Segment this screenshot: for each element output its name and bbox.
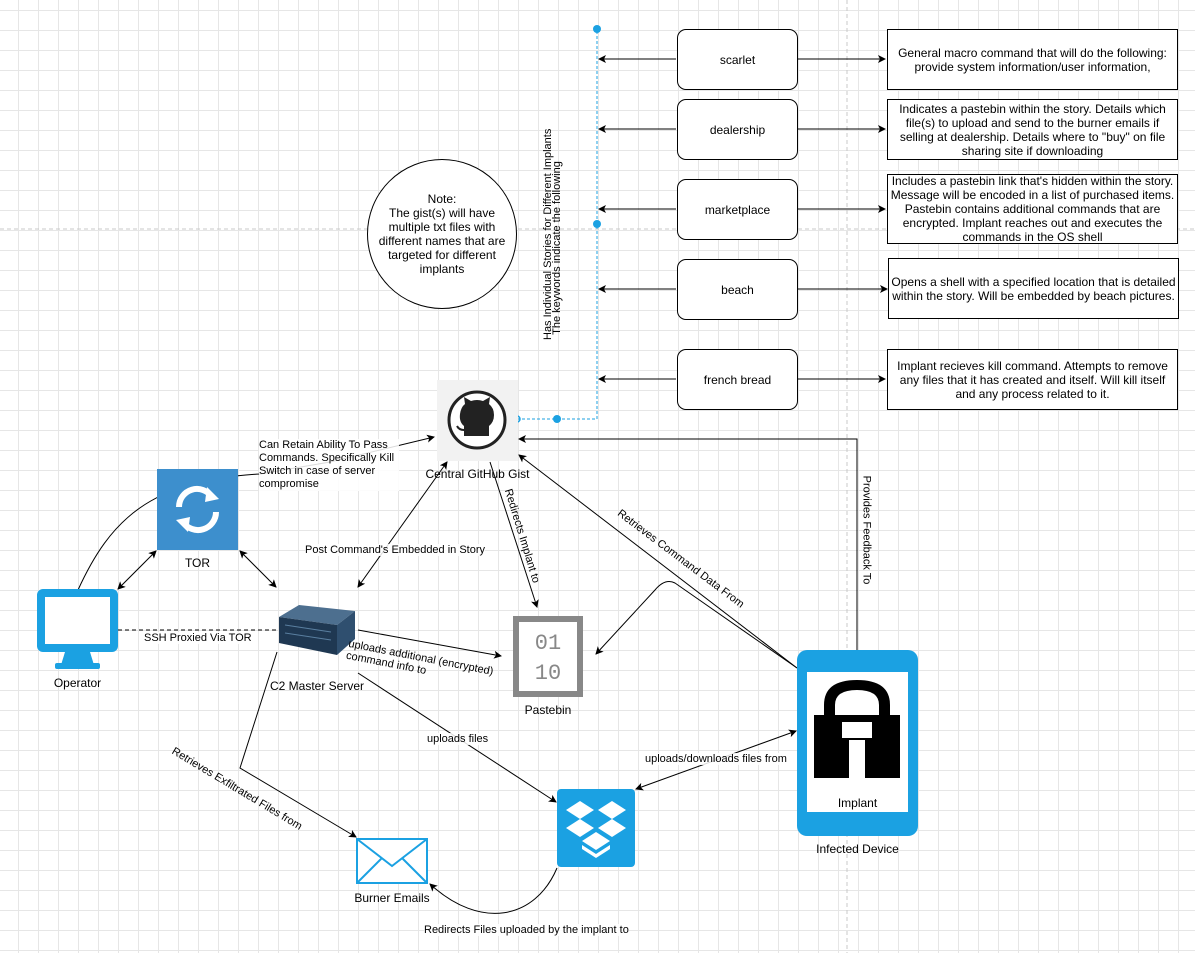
edge-label-ssh: SSH Proxied Via TOR [144,632,252,644]
burner-emails-label: Burner Emails [354,891,430,905]
edge-label-redirects-files: Redirects Files uploaded by the implant … [424,924,629,936]
description-box-scarlet[interactable]: General macro command that will do the f… [887,29,1178,90]
edge-dropbox-burner[interactable] [429,867,558,914]
edge-implant-pastebin[interactable] [595,581,798,669]
tor-node[interactable] [157,469,238,550]
server-icon [279,605,355,655]
description-text: General macro command that will do the f… [898,45,1167,74]
edge-github-pastebin[interactable] [489,461,539,608]
edge-c2-github[interactable] [357,461,448,588]
keyword-box-dealership[interactable]: dealership [677,99,798,160]
implant-label: Implant [818,796,897,810]
c2-server-node[interactable] [277,603,357,657]
description-text: Indicates a pastebin within the story. D… [899,101,1166,158]
edge-operator-github[interactable] [77,434,435,591]
note-body: The gist(s) will have multiple txt files… [378,206,506,276]
bus-handle[interactable] [553,415,561,423]
operator-node[interactable] [37,589,118,670]
edge-label-kill-switch: Can Retain Ability To Pass Commands. Spe… [259,439,399,491]
edge-label-uploads-files: uploads files [427,733,489,745]
edge-label-uploads-downloads: uploads/downloads files from [645,753,787,765]
sync-icon [175,485,220,534]
vertical-label-keywords: The keywords indicate the following [551,161,563,335]
bus-handle[interactable] [593,25,601,33]
burner-emails-node[interactable] [356,838,428,884]
c2-server-label: C2 Master Server [269,679,365,693]
bus-handle[interactable] [593,220,601,228]
keyword-label: french bread [703,372,772,387]
gist-branch-bus [517,30,598,420]
edge-implant-github[interactable] [518,454,798,669]
tor-label: TOR [184,556,211,570]
dropbox-icon [566,801,626,858]
github-label: Central GitHub Gist [425,467,530,481]
note-title: Note: [427,192,457,206]
dropbox-node[interactable] [557,789,635,867]
description-text: Opens a shell with a specified location … [891,274,1176,303]
edge-label-provides-feedback: Provides Feedback To [860,475,873,585]
keyword-box-beach[interactable]: beach [677,259,798,320]
edge-implant-feedback[interactable] [518,435,858,650]
edge-operator-tor[interactable] [117,550,157,590]
keyword-label: scarlet [719,52,756,67]
edge-tor-c2[interactable] [239,550,277,588]
keyword-box-french-bread[interactable]: french bread [677,349,798,410]
keyword-box-scarlet[interactable]: scarlet [677,29,798,90]
keyword-label: marketplace [704,202,771,217]
svg-text:10: 10 [535,661,561,686]
description-box-french-bread[interactable]: Implant recieves kill command. Attempts … [887,349,1178,410]
description-text: Implant recieves kill command. Attempts … [897,358,1168,401]
description-box-beach[interactable]: Opens a shell with a specified location … [888,258,1179,319]
github-octocat-icon [447,390,507,450]
edge-c2-pastebin[interactable] [357,629,502,659]
pastebin-node[interactable]: 01 10 [513,616,583,697]
envelope-icon [356,838,428,884]
note-circle[interactable]: Note:The gist(s) will have multiple txt … [367,159,517,309]
edge-c2-burner[interactable] [239,651,357,838]
infected-device-node[interactable] [797,650,918,836]
keyword-label: dealership [709,122,766,137]
keyword-label: beach [721,282,754,297]
description-box-dealership[interactable]: Indicates a pastebin within the story. D… [887,99,1178,160]
monitor-icon [37,589,118,669]
infected-device-label: Infected Device [816,842,899,856]
operator-label: Operator [53,676,102,690]
keyword-box-marketplace[interactable]: marketplace [677,179,798,240]
edge-label-post-commands: Post Command's Embedded in Story [305,544,486,556]
pastebin-label: Pastebin [524,703,572,717]
mobile-device-icon [797,650,918,836]
description-box-marketplace[interactable]: Includes a pastebin link that's hidden w… [887,174,1178,244]
github-gist-node[interactable] [437,380,518,461]
svg-text:01: 01 [535,631,561,656]
description-text: Includes a pastebin link that's hidden w… [890,174,1175,244]
binary-file-icon: 01 10 [513,616,583,697]
